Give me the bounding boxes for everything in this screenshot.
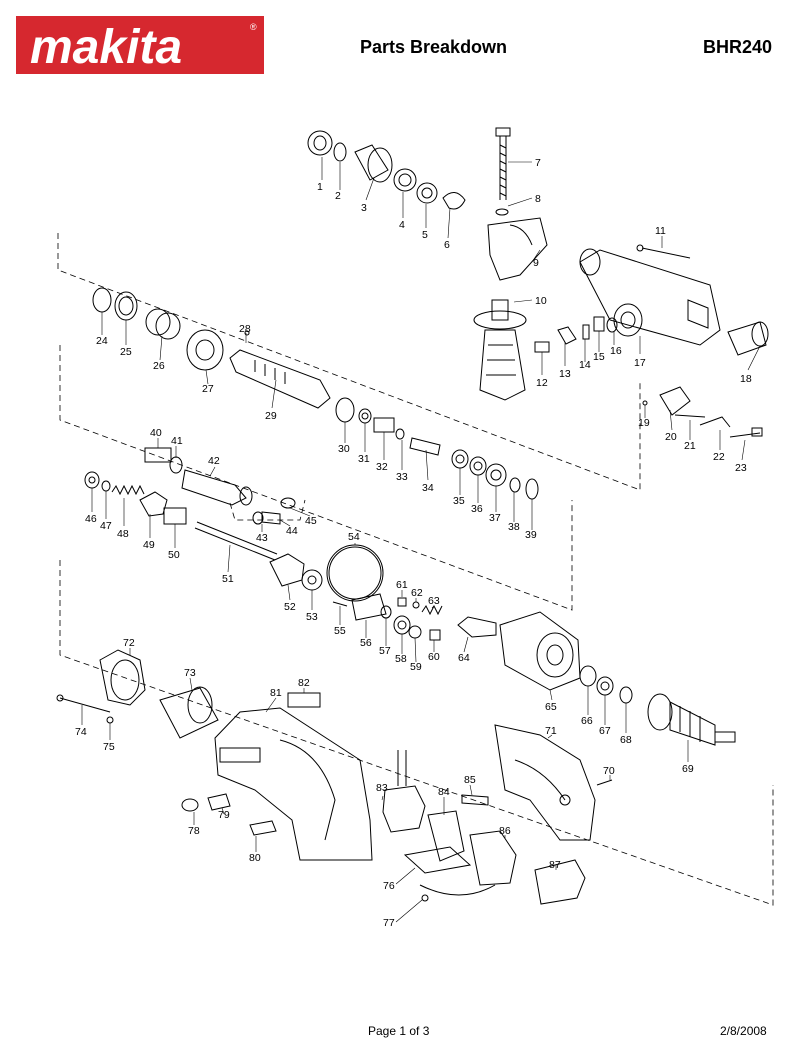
part-label: 63 [428, 595, 440, 607]
part-label: 14 [579, 359, 591, 371]
part-label: 3 [361, 202, 367, 214]
part-label: 31 [358, 453, 370, 465]
part-label: 59 [410, 661, 422, 673]
part-label: 17 [634, 357, 646, 369]
part-label: 2 [335, 190, 341, 202]
part-label: 9 [533, 257, 539, 269]
model-number: BHR240 [703, 37, 773, 57]
part-label: 72 [123, 637, 135, 649]
part-label: 22 [713, 451, 725, 463]
part-label: 52 [284, 601, 296, 613]
part-label: 18 [740, 373, 752, 385]
part-label: 48 [117, 528, 129, 540]
part-label: 84 [438, 786, 450, 798]
part-label: 13 [559, 368, 571, 380]
part-label: 42 [208, 455, 220, 467]
parts-diagram: 1 2 3 4 5 6 7 8 9 10 11 12 13 14 15 16 1… [56, 127, 774, 929]
part-label: 43 [256, 532, 268, 544]
part-label: 33 [396, 471, 408, 483]
part-label: 23 [735, 462, 747, 474]
part-label: 53 [306, 611, 318, 623]
part-label: 64 [458, 652, 470, 664]
part-label: 28 [239, 323, 251, 335]
part-label: 62 [411, 587, 423, 599]
part-label: 35 [453, 495, 465, 507]
part-label: 7 [535, 157, 541, 169]
part-label: 39 [525, 529, 537, 541]
part-label: 54 [348, 531, 360, 543]
part-label: 38 [508, 521, 520, 533]
svg-text:makita: makita [30, 21, 182, 74]
part-label: 40 [150, 427, 162, 439]
part-label: 86 [499, 825, 511, 837]
part-label: 58 [395, 653, 407, 665]
part-label: 5 [422, 229, 428, 241]
part-label: 66 [581, 715, 593, 727]
part-label: 15 [593, 351, 605, 363]
part-label: 67 [599, 725, 611, 737]
page-title: Parts Breakdown [360, 37, 508, 57]
part-label: 47 [100, 520, 112, 532]
part-label: 79 [218, 809, 230, 821]
part-label: 6 [444, 239, 450, 251]
part-label: 70 [603, 765, 615, 777]
part-label: 51 [222, 573, 234, 585]
part-label: 41 [171, 435, 183, 447]
part-label: 12 [536, 377, 548, 389]
part-label: 81 [270, 687, 282, 699]
part-label: 37 [489, 512, 501, 524]
part-label: 34 [422, 482, 434, 494]
part-label: 27 [202, 383, 214, 395]
part-label: 50 [168, 549, 180, 561]
document-date: 2/8/2008 [720, 1024, 767, 1038]
part-label: 20 [665, 431, 677, 443]
part-label: 16 [610, 345, 622, 357]
part-label: 73 [184, 667, 196, 679]
part-label: 65 [545, 701, 557, 713]
part-label: 1 [317, 181, 323, 193]
part-label: 55 [334, 625, 346, 637]
page-number: Page 1 of 3 [368, 1024, 430, 1038]
part-label: 44 [286, 525, 298, 537]
part-label: 78 [188, 825, 200, 837]
part-drawing-1 [307, 130, 333, 156]
part-label: 4 [399, 219, 405, 231]
part-label: 68 [620, 734, 632, 746]
part-label: 8 [535, 193, 541, 205]
part-label: 36 [471, 503, 483, 515]
part-label: 25 [120, 346, 132, 358]
part-label: 60 [428, 651, 440, 663]
part-label: 46 [85, 513, 97, 525]
part-label: 75 [103, 741, 115, 753]
part-label: 87 [549, 859, 561, 871]
part-label: 74 [75, 726, 87, 738]
part-label: 61 [396, 579, 408, 591]
part-label: 85 [464, 774, 476, 786]
part-label: 21 [684, 440, 696, 452]
part-label: 29 [265, 410, 277, 422]
part-label: 71 [545, 725, 557, 737]
part-label: 45 [305, 515, 317, 527]
svg-text:®: ® [250, 22, 257, 32]
part-label: 82 [298, 677, 310, 689]
makita-logo: makita ® [16, 16, 264, 74]
part-label: 19 [638, 417, 650, 429]
part-label: 49 [143, 539, 155, 551]
part-label: 83 [376, 782, 388, 794]
part-label: 32 [376, 461, 388, 473]
part-label: 69 [682, 763, 694, 775]
part-label: 30 [338, 443, 350, 455]
part-label: 24 [96, 335, 108, 347]
part-label: 76 [383, 880, 395, 892]
part-label: 80 [249, 852, 261, 864]
part-label: 56 [360, 637, 372, 649]
part-label: 11 [655, 225, 666, 237]
part-label: 57 [379, 645, 391, 657]
part-label: 26 [153, 360, 165, 372]
part-label: 10 [535, 295, 547, 307]
part-label: 77 [383, 917, 395, 929]
